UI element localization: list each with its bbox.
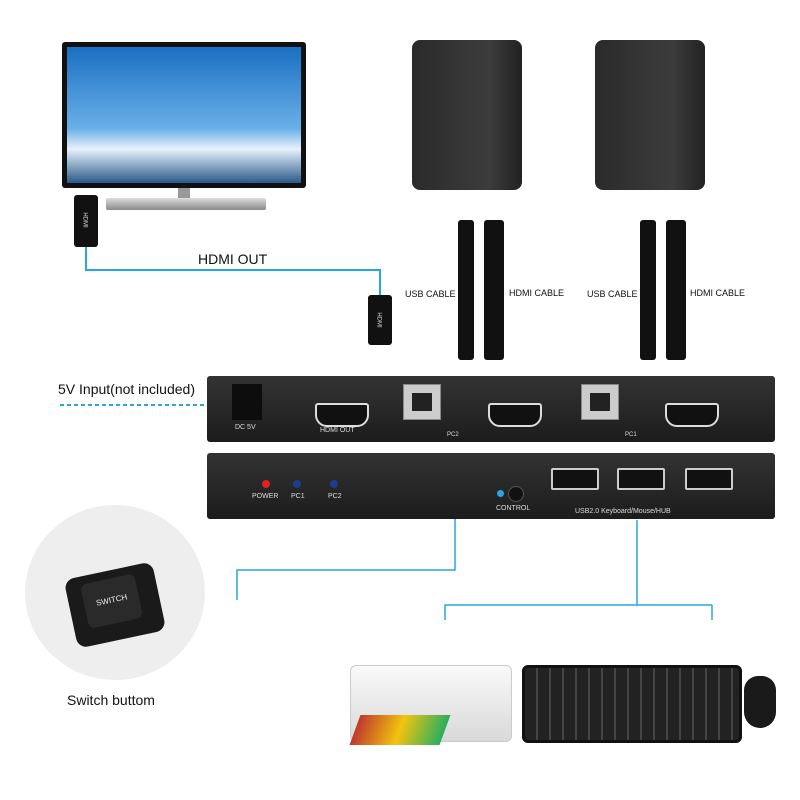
pc1-label: PC1 (625, 432, 637, 438)
switch-top: SWITCH (80, 573, 144, 629)
hdmi-cable-label: HDMI CABLE (509, 288, 565, 298)
pc2-usb-b-port (403, 384, 441, 420)
usb-cable-label: USB CABLE (405, 289, 456, 299)
mouse (744, 676, 776, 728)
hdmi-out-port (315, 403, 369, 427)
hdmi-out-label: HDMI OUT (198, 251, 268, 267)
power-label: POWER (252, 493, 279, 500)
hdmi-cable (484, 220, 504, 360)
printed-photo (349, 715, 451, 745)
usb-cable (640, 220, 656, 360)
pc1-usb-b-port (581, 384, 619, 420)
usb-hub-label: USB2.0 Keyboard/Mouse/HUB (575, 508, 671, 515)
kvm-back-panel: DC 5V HDMI OUT PC2 PC1 (207, 376, 775, 442)
monitor-screen (67, 47, 301, 183)
control-label: CONTROL (496, 505, 531, 512)
hdmi-plug: HDMI (368, 295, 392, 345)
hdmi-plug: HDMI (74, 195, 98, 247)
hdmi-out-port-label: HDMI OUT (320, 427, 355, 434)
usb-a-port (617, 468, 665, 490)
control-jack[interactable] (508, 486, 524, 502)
usb-a-port (685, 468, 733, 490)
hdmi-cable-label: HDMI CABLE (690, 288, 746, 298)
pc2-hdmi-port (488, 403, 542, 427)
pc1-led-label: PC1 (291, 493, 305, 500)
switch-caption: Switch buttom (67, 692, 155, 708)
monitor-stand (178, 188, 190, 200)
power-input-label: 5V Input(not included) (58, 381, 195, 397)
control-dot (497, 490, 504, 497)
pc2-led-label: PC2 (328, 493, 342, 500)
usb-cable-label: USB CABLE (587, 289, 638, 299)
power-led (262, 480, 270, 488)
pc-tower-2 (595, 40, 705, 190)
hdmi-cable (666, 220, 686, 360)
usb-cable (458, 220, 474, 360)
pc1-hdmi-port (665, 403, 719, 427)
usb-a-port (551, 468, 599, 490)
pc1-led (293, 480, 301, 488)
kvm-front-panel: POWER PC1 PC2 CONTROL USB2.0 Keyboard/Mo… (207, 453, 775, 519)
monitor (62, 42, 306, 188)
pc2-led (330, 480, 338, 488)
monitor-base (106, 198, 266, 210)
switch-text: SWITCH (95, 592, 129, 608)
dc-jack (232, 384, 262, 420)
dc-label: DC 5V (235, 424, 256, 431)
pc2-label: PC2 (447, 432, 459, 438)
pc-tower-1 (412, 40, 522, 190)
keyboard (522, 665, 742, 743)
